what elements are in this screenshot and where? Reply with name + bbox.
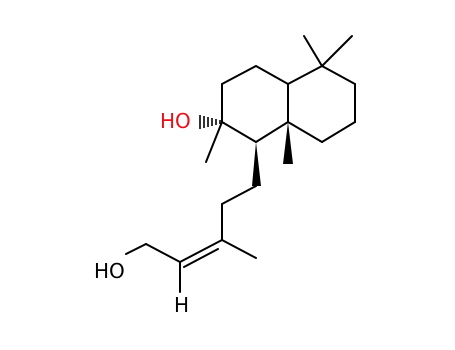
- bond-c5-c6: [321, 121, 356, 143]
- bond-c6-c7: [287, 121, 323, 143]
- bond-c8-c7: [255, 121, 289, 143]
- bond-c3-methyl-a: [303, 35, 323, 67]
- angular-methyl-wedge: [283, 122, 293, 164]
- bond-chain-to-oh: [125, 243, 147, 255]
- bond-chain-ch2: [145, 243, 181, 263]
- oh-hashed-bond: [199, 115, 221, 129]
- hydroxyl-label-ring: HO: [160, 109, 191, 133]
- side-chain-wedge: [252, 142, 261, 186]
- side-chain-bonds: [125, 185, 257, 293]
- bond-chain-double-outer: [179, 239, 223, 263]
- bond-c9-methyl: [205, 121, 223, 163]
- hydroxyl-label-chain: HO: [94, 259, 125, 283]
- bond-c1-c10: [221, 65, 257, 85]
- bond-chain-1: [221, 185, 257, 205]
- bond-c9-c8: [221, 121, 257, 143]
- ring-a-bonds: [221, 65, 289, 143]
- bond-c2-c3: [287, 65, 323, 85]
- ring-b-bonds: [287, 65, 356, 143]
- bond-chain-methyl: [221, 239, 257, 259]
- bond-c1-c2: [255, 65, 289, 85]
- bond-chain-double-inner: [183, 248, 219, 268]
- gem-dimethyl-bonds: [303, 35, 353, 67]
- bond-c3-c4: [321, 65, 356, 85]
- vinyl-hydrogen-label: H: [174, 293, 189, 317]
- bond-c3-methyl-b: [321, 35, 353, 67]
